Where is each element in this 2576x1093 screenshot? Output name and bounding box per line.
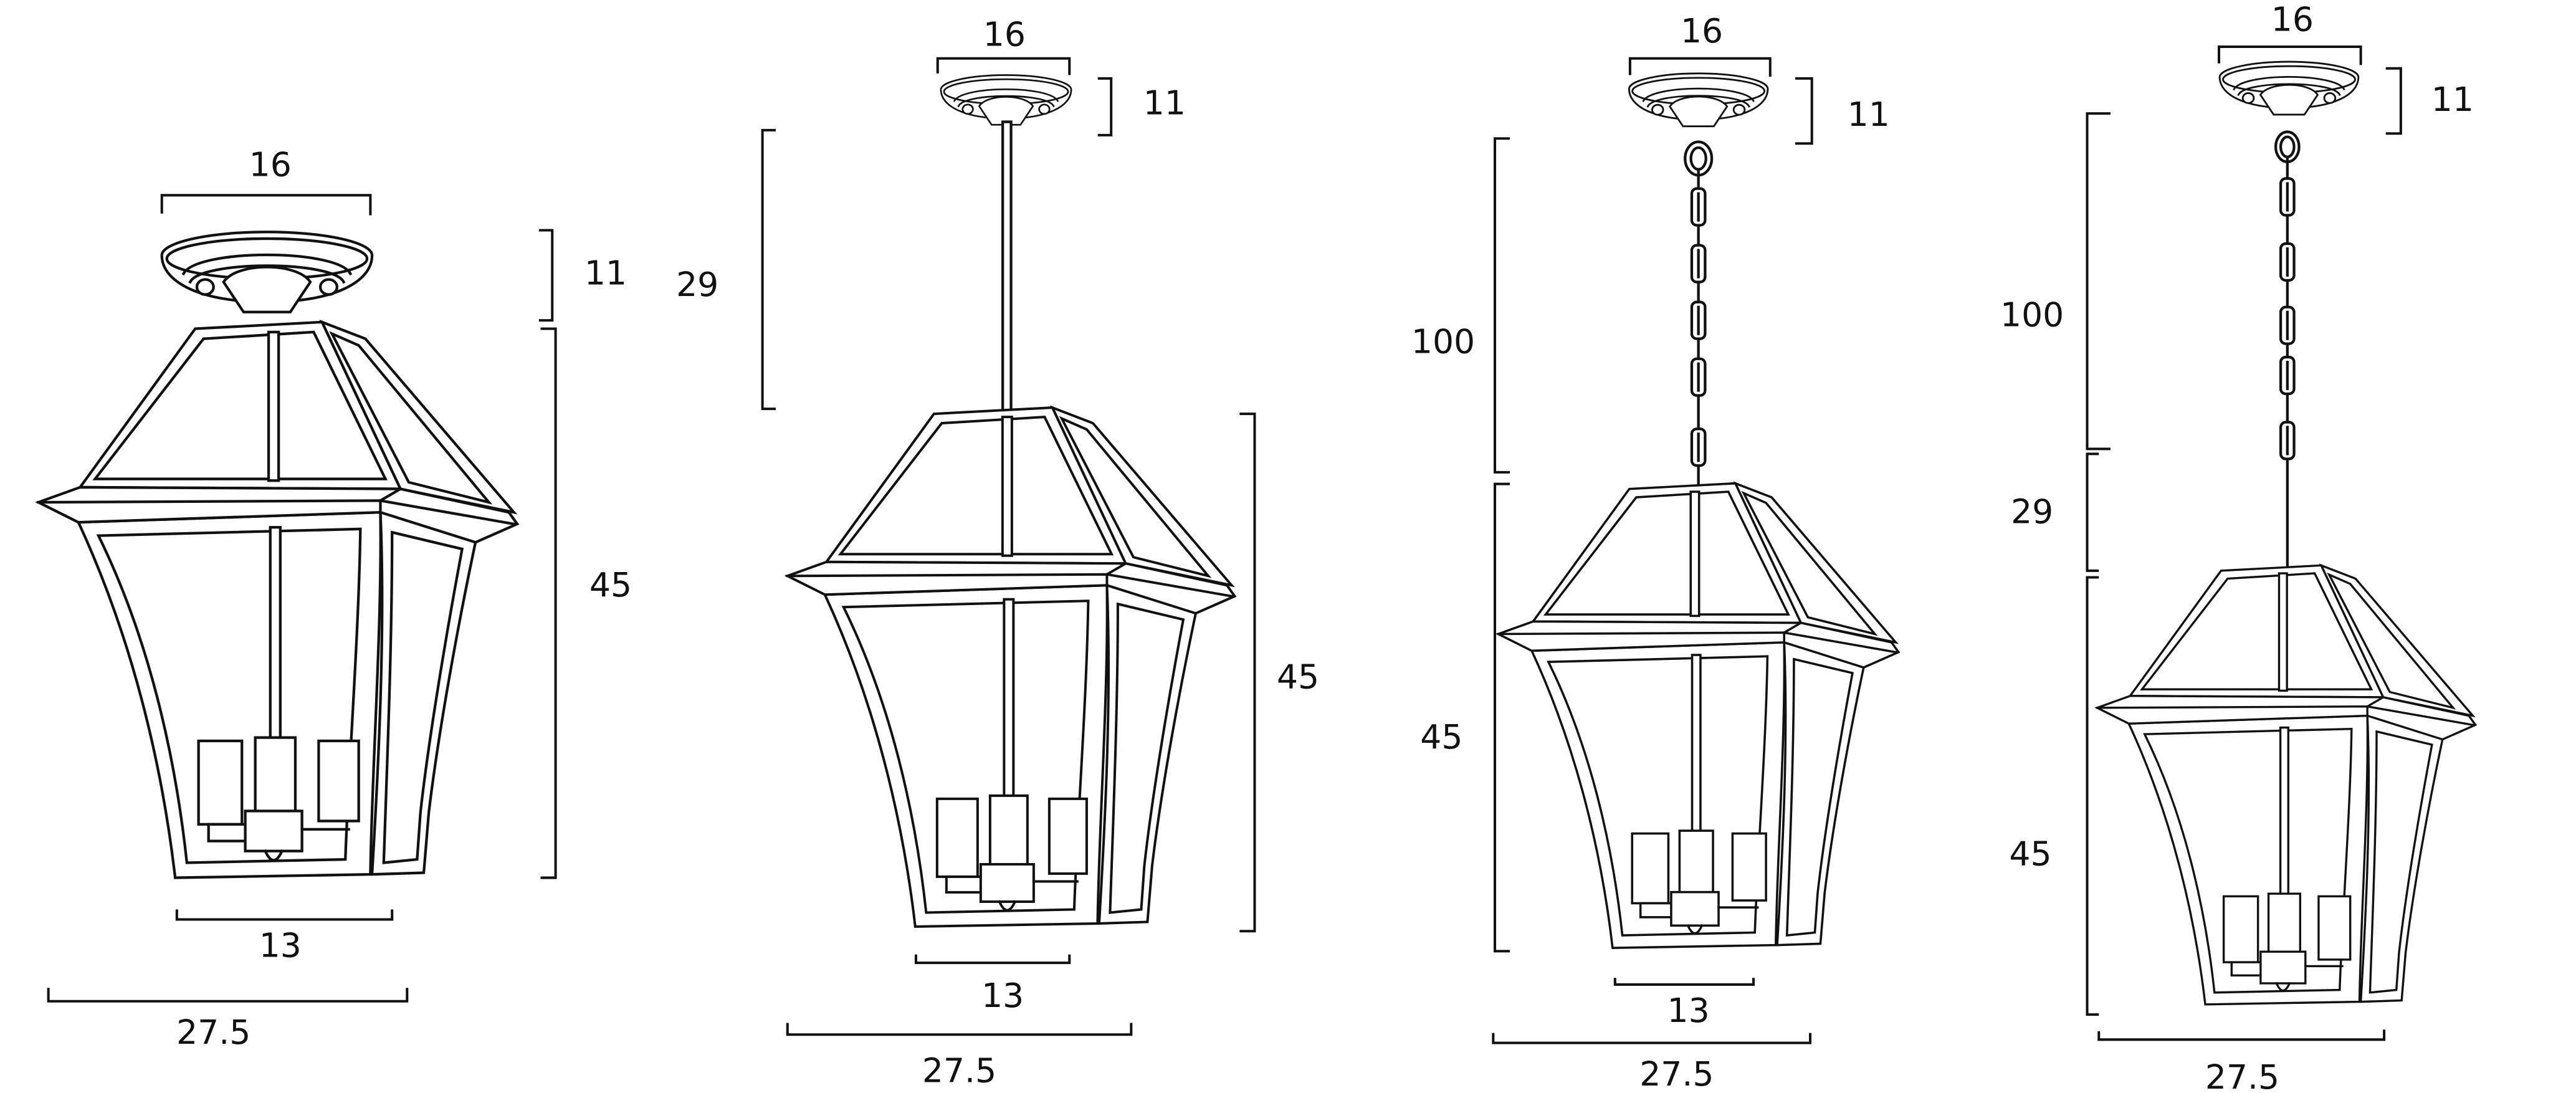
dim-chain-length xyxy=(2086,112,2111,451)
label-canopy-height: 11 xyxy=(2431,80,2474,119)
label-overall-width: 27.5 xyxy=(1639,1054,1714,1093)
dim-canopy-height xyxy=(1795,77,1813,145)
chain-link-icon xyxy=(2281,179,2294,216)
lantern-chain-pendant: 16 11 100 45 13 27.5 xyxy=(1411,11,1900,1093)
dim-base-width xyxy=(175,909,394,921)
lantern-body-icon xyxy=(2096,564,2477,1006)
label-base-width: 13 xyxy=(1667,991,1710,1030)
chain-link-icon xyxy=(1692,429,1705,465)
dim-canopy-height xyxy=(2385,67,2402,135)
chain-link-icon xyxy=(2281,307,2294,344)
dim-overall-width xyxy=(1492,1033,1812,1044)
canopy-icon xyxy=(2218,60,2360,116)
dim-rod-length xyxy=(2086,452,2099,572)
label-overall-width: 27.5 xyxy=(2205,1057,2279,1093)
canopy-icon xyxy=(162,232,372,312)
chain-link-icon xyxy=(2281,244,2294,280)
lantern-chain-rod-pendant: 16 11 100 29 45 27.5 xyxy=(2000,0,2477,1093)
label-overall-width: 27.5 xyxy=(176,1013,250,1052)
chain-link-icon xyxy=(1692,302,1705,339)
label-body-height: 45 xyxy=(2009,834,2051,873)
lantern-body-icon xyxy=(1497,482,1900,949)
dim-rod-length xyxy=(761,128,776,411)
dim-overall-width xyxy=(2097,1029,2386,1041)
label-canopy-width: 16 xyxy=(1681,11,1723,50)
lantern-flush-mount: 16 11 45 13 27.5 xyxy=(39,145,632,1052)
label-body-height: 45 xyxy=(1420,717,1462,757)
dim-chain-length xyxy=(1493,137,1510,474)
dim-base-width xyxy=(1613,978,1755,986)
label-canopy-width: 16 xyxy=(2271,0,2314,39)
label-chain-length: 100 xyxy=(2000,295,2064,334)
chain-link-icon xyxy=(1692,189,1705,226)
label-canopy-height: 11 xyxy=(1143,83,1186,122)
chain-link-icon xyxy=(1692,359,1705,396)
label-rod-length: 29 xyxy=(676,265,718,304)
dim-body-height xyxy=(1239,413,1256,933)
label-overall-width: 27.5 xyxy=(922,1051,996,1091)
label-chain-length: 100 xyxy=(1411,322,1475,361)
lantern-body-icon xyxy=(39,322,517,878)
lantern-body-icon xyxy=(788,408,1235,927)
chain-link-icon xyxy=(2281,357,2294,394)
label-rod-length: 29 xyxy=(2011,492,2053,531)
dim-canopy-height xyxy=(538,229,554,322)
label-base-width: 13 xyxy=(981,976,1024,1015)
canopy-icon xyxy=(940,74,1072,126)
label-base-width: 13 xyxy=(259,926,302,965)
dim-overall-width xyxy=(47,988,409,1003)
dim-body-height xyxy=(540,327,557,879)
label-canopy-width: 16 xyxy=(249,145,292,184)
chain-link-icon xyxy=(1692,246,1705,282)
lantern-rod-pendant: 16 11 29 45 13 27.5 xyxy=(676,15,1319,1091)
label-canopy-height: 11 xyxy=(1848,95,1890,134)
dim-canopy-height xyxy=(1097,77,1113,136)
label-canopy-width: 16 xyxy=(983,15,1026,54)
dim-canopy-width xyxy=(2218,45,2362,65)
dim-overall-width xyxy=(786,1023,1133,1036)
label-canopy-height: 11 xyxy=(584,253,627,292)
dim-canopy-width xyxy=(160,194,372,216)
label-body-height: 45 xyxy=(1277,657,1319,697)
label-body-height: 45 xyxy=(589,565,632,604)
dim-canopy-width xyxy=(936,57,1071,75)
chain-link-icon xyxy=(2281,422,2294,459)
dim-body-height xyxy=(2086,576,2099,1016)
dim-base-width xyxy=(914,954,1071,965)
canopy-icon xyxy=(1628,72,1769,128)
dim-canopy-width xyxy=(1628,57,1772,77)
dim-body-height xyxy=(1493,482,1510,953)
rod-icon xyxy=(1001,120,1013,417)
